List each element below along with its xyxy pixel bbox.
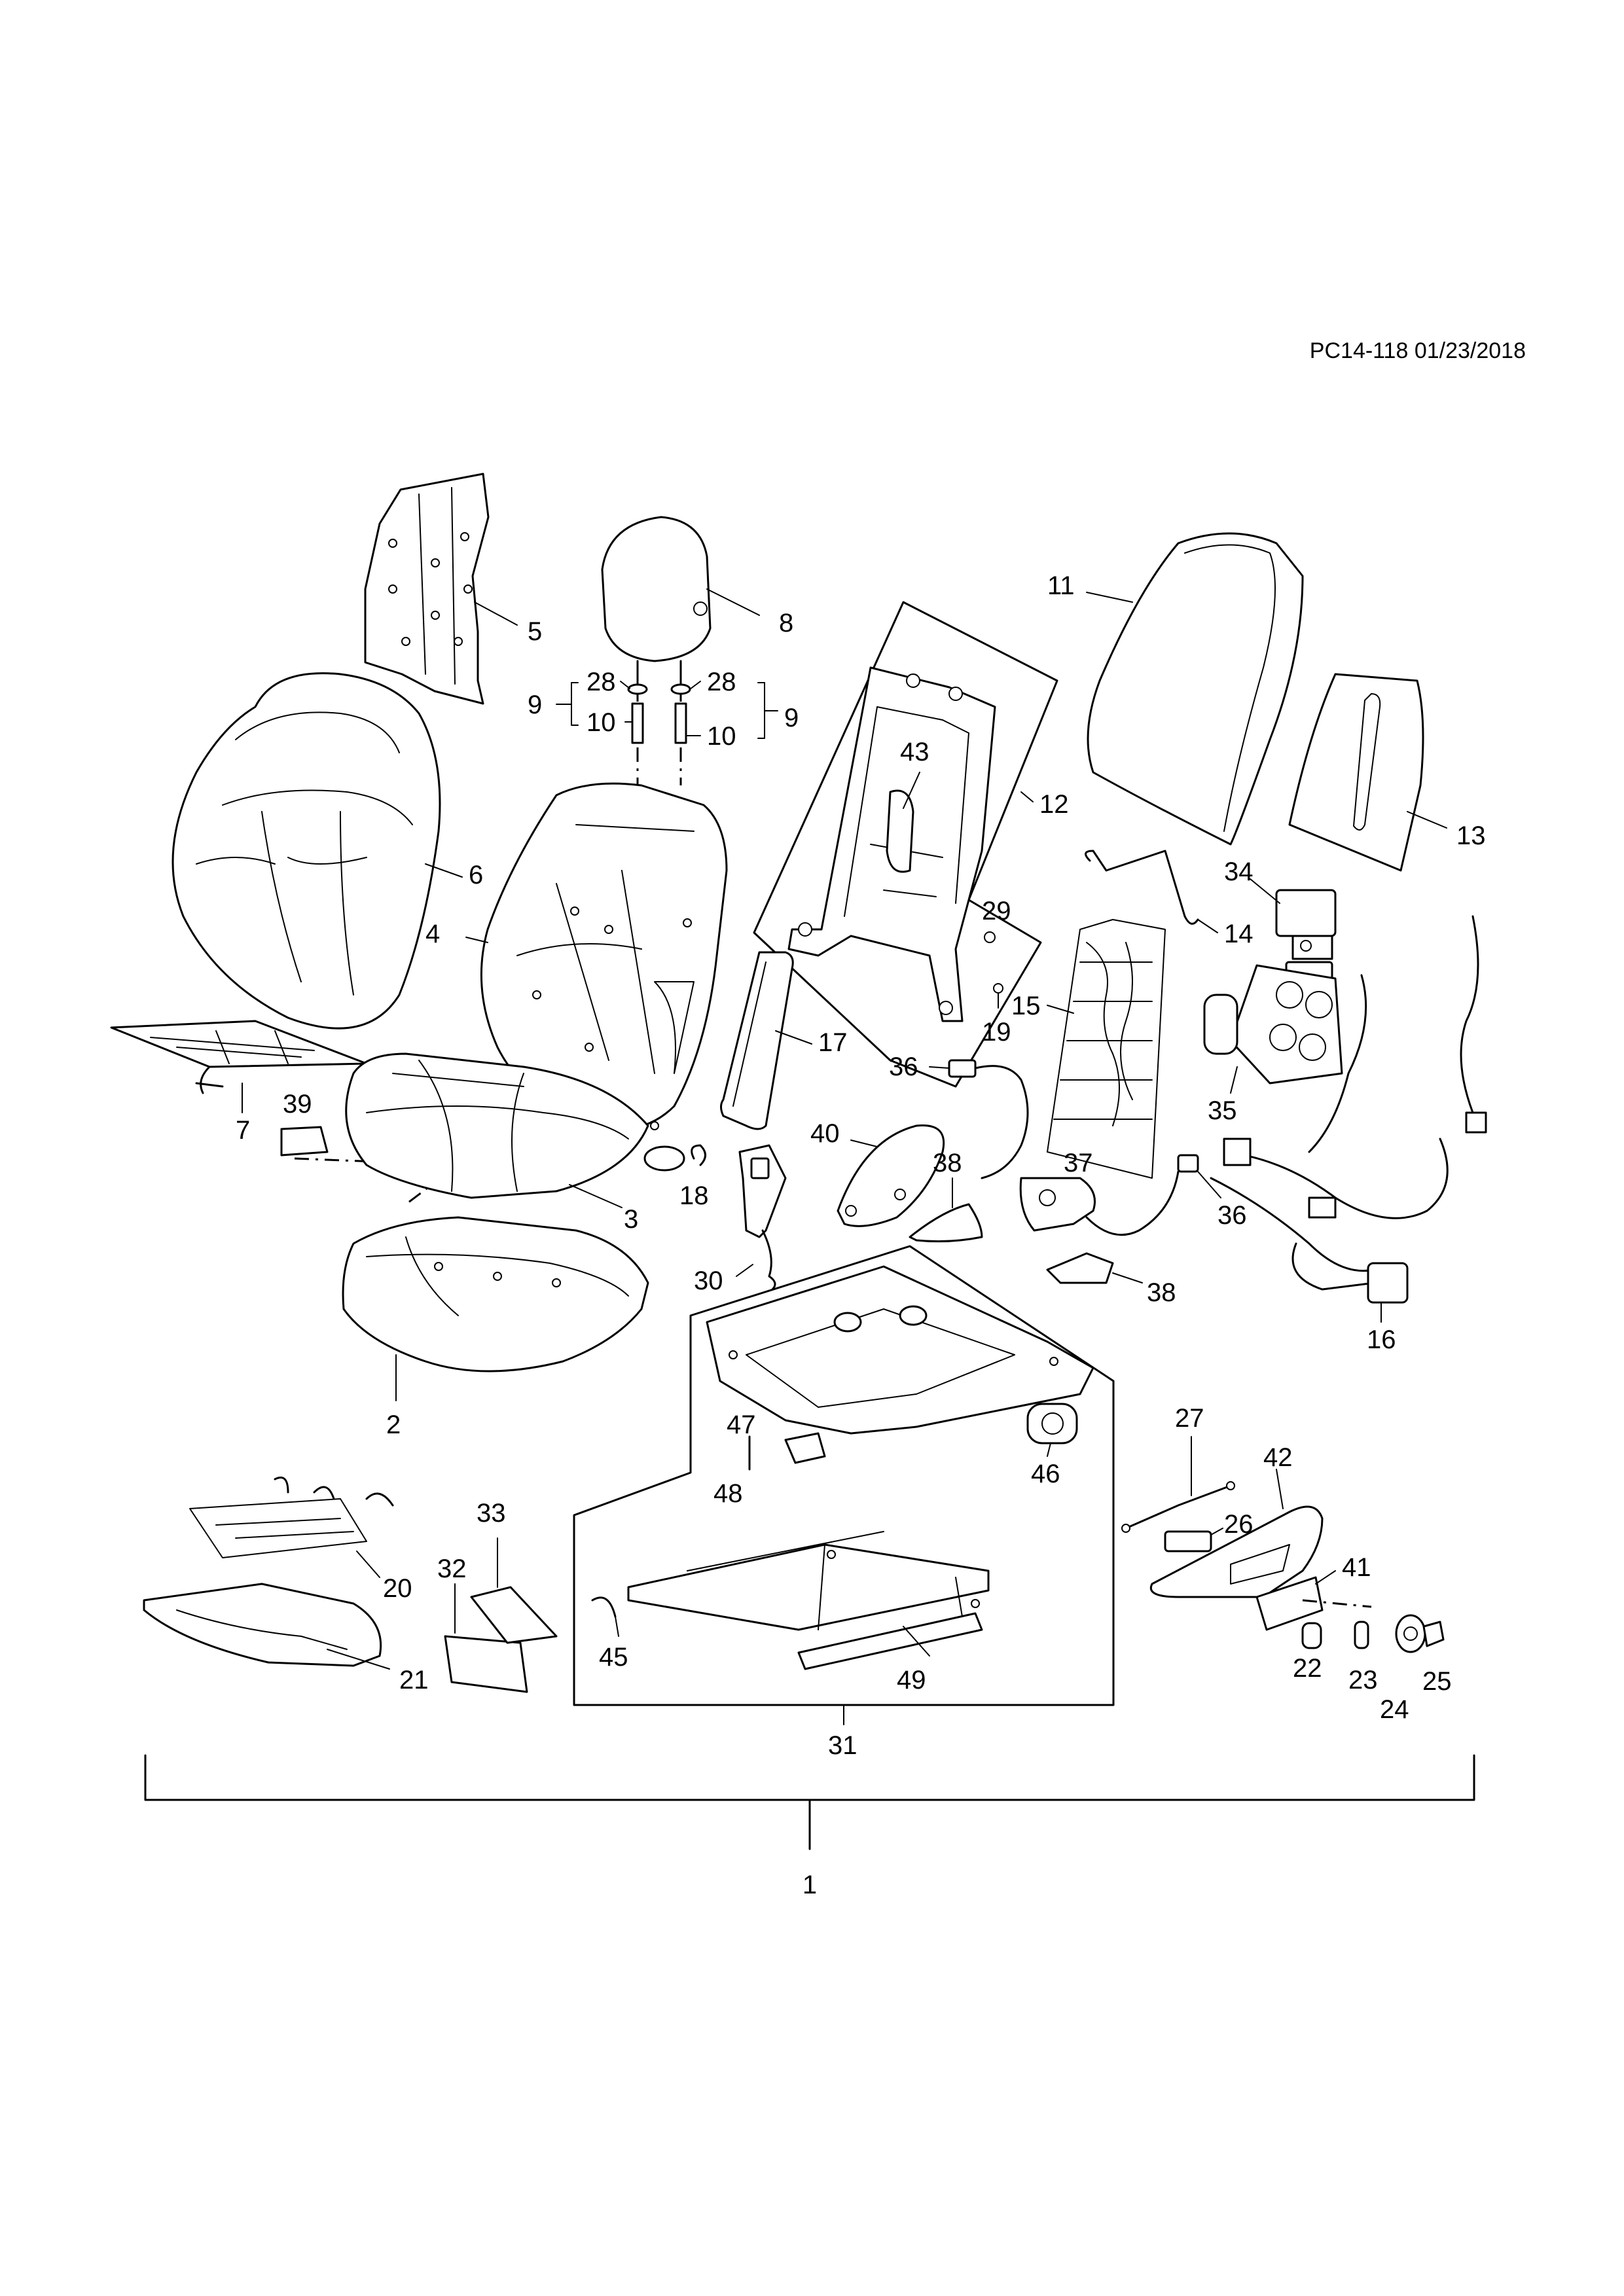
callout-35: 35 xyxy=(1208,1096,1237,1125)
part-35-pump-bracket xyxy=(1203,964,1343,1085)
headrest-guides xyxy=(627,683,691,785)
part-12-frame-box xyxy=(753,601,1058,1088)
reference-code: PC14-118 01/23/2018 xyxy=(1310,338,1526,363)
part-27-cable xyxy=(1125,1484,1232,1530)
part-16-wiring-harness xyxy=(1210,915,1487,1304)
callout-9-left: 9 xyxy=(528,691,542,719)
callout-25: 25 xyxy=(1422,1667,1452,1696)
part-37-motor xyxy=(1019,1177,1096,1232)
callout-15: 15 xyxy=(1011,992,1041,1020)
callout-49: 49 xyxy=(897,1666,926,1695)
callout-27: 27 xyxy=(1175,1404,1204,1433)
callout-40: 40 xyxy=(810,1119,840,1148)
assembly-bracket xyxy=(144,1754,1475,1801)
callout-45: 45 xyxy=(599,1643,628,1672)
callout-42: 42 xyxy=(1263,1443,1293,1472)
part-49-seat-tracks xyxy=(627,1531,990,1670)
part-39-pad xyxy=(280,1126,329,1157)
callout-4: 4 xyxy=(425,920,440,948)
callout-2: 2 xyxy=(386,1410,401,1439)
part-47-actuator xyxy=(784,1432,826,1464)
part-26-switch xyxy=(1164,1530,1212,1552)
callout-36-upper: 36 xyxy=(889,1052,918,1081)
part-13-insert-panel xyxy=(1288,673,1424,872)
callout-46: 46 xyxy=(1031,1460,1060,1488)
callout-20: 20 xyxy=(383,1574,412,1603)
callout-38-upper: 38 xyxy=(933,1149,962,1177)
callout-32: 32 xyxy=(437,1554,467,1583)
callout-3: 3 xyxy=(624,1205,638,1234)
part-11-rear-cover xyxy=(1087,532,1304,846)
part-14-rod xyxy=(1085,850,1199,925)
part-3-seat-cover xyxy=(345,1052,649,1199)
callout-13: 13 xyxy=(1456,821,1486,850)
callout-8: 8 xyxy=(779,609,793,637)
part-36-harness-lower xyxy=(1085,1154,1199,1236)
callout-24: 24 xyxy=(1380,1695,1409,1724)
callout-28-left: 28 xyxy=(586,668,616,696)
callout-31: 31 xyxy=(828,1731,857,1760)
callout-10-left: 10 xyxy=(586,708,616,737)
part-20-wiring xyxy=(189,1477,394,1558)
callout-1: 1 xyxy=(803,1871,817,1899)
callout-7: 7 xyxy=(236,1116,250,1145)
part-45-latch xyxy=(591,1596,617,1618)
part-12-backrest-frame xyxy=(787,666,996,1022)
callout-9-right: 9 xyxy=(784,704,799,732)
callout-19: 19 xyxy=(982,1018,1011,1047)
part-7-heater-mat xyxy=(110,1020,368,1094)
callout-41: 41 xyxy=(1342,1553,1371,1582)
callout-6: 6 xyxy=(469,861,483,889)
callout-29: 29 xyxy=(982,897,1011,925)
part-46-motor xyxy=(1026,1403,1078,1444)
callout-22: 22 xyxy=(1293,1654,1322,1683)
callout-21: 21 xyxy=(399,1666,429,1695)
callout-26: 26 xyxy=(1224,1510,1254,1539)
callout-47: 47 xyxy=(727,1410,756,1439)
callout-28-right: 28 xyxy=(707,668,736,696)
callout-5: 5 xyxy=(528,617,542,646)
callout-38-lower: 38 xyxy=(1147,1278,1176,1307)
callout-43: 43 xyxy=(900,738,929,766)
callout-34: 34 xyxy=(1224,857,1254,886)
callout-37: 37 xyxy=(1064,1149,1093,1177)
part-38-cover-upper xyxy=(909,1203,983,1243)
part-38-cover-lower xyxy=(1046,1252,1114,1284)
callout-16: 16 xyxy=(1367,1325,1396,1354)
part-21-tray xyxy=(143,1583,382,1667)
part-15-spring-mat xyxy=(1047,919,1166,1179)
callout-17: 17 xyxy=(818,1028,848,1057)
part-19-screw xyxy=(993,983,1003,994)
callout-18: 18 xyxy=(679,1181,709,1210)
callout-23: 23 xyxy=(1348,1666,1378,1695)
callout-48: 48 xyxy=(713,1479,743,1508)
part-36-harness-upper xyxy=(948,1059,1029,1179)
callout-14: 14 xyxy=(1224,920,1254,948)
part-32-module xyxy=(444,1635,528,1693)
part-6-backrest-cover xyxy=(171,672,441,1030)
part-34-switch xyxy=(1275,889,1337,983)
part-42-side-trim xyxy=(1149,1505,1324,1598)
part-8-headrest xyxy=(601,516,712,689)
part-2-seat-cushion xyxy=(342,1216,649,1372)
callout-33: 33 xyxy=(477,1499,506,1528)
callout-36-lower: 36 xyxy=(1218,1201,1247,1230)
part-18-clip xyxy=(691,1144,706,1166)
part-5-back-panel xyxy=(364,473,490,705)
callout-30: 30 xyxy=(694,1266,723,1295)
callout-39: 39 xyxy=(283,1090,312,1119)
part-30-buckle xyxy=(738,1144,787,1291)
callout-12: 12 xyxy=(1039,790,1069,819)
part-17-side-pad xyxy=(720,951,794,1130)
parts-22-25-knobs xyxy=(1301,1614,1445,1653)
callout-10-right: 10 xyxy=(707,722,736,751)
part-31-seat-frame xyxy=(706,1265,1094,1435)
part-41-bracket xyxy=(1255,1576,1324,1631)
part-4-backrest-pad xyxy=(480,782,728,1172)
callout-11: 11 xyxy=(1047,571,1075,600)
part-33-bracket xyxy=(470,1586,558,1644)
